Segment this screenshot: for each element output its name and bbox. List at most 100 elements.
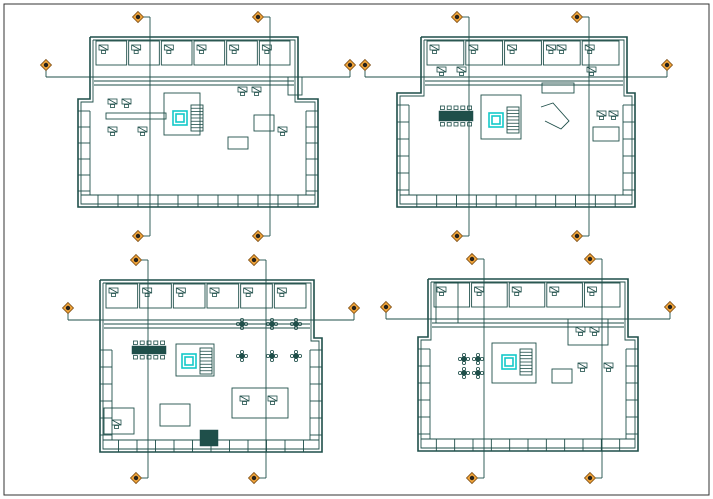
chair: [269, 325, 274, 330]
desk: [277, 126, 288, 133]
chair: [592, 332, 597, 336]
grid-bubble-dot: [587, 256, 593, 262]
table-top: [461, 370, 467, 376]
grid-bubble: A: [343, 58, 357, 72]
grid-bubble-label: B: [576, 14, 579, 19]
workstation: [237, 86, 248, 96]
round-table: [235, 349, 248, 362]
chair: [467, 105, 473, 110]
grid-bubble-label: B: [253, 475, 256, 480]
desk: [429, 44, 440, 51]
grid-bubble: A: [39, 58, 53, 72]
table-top: [239, 321, 245, 327]
elevator-car: [504, 357, 514, 367]
chair: [153, 340, 159, 345]
grid-bubble-label: B: [257, 14, 260, 19]
desk-detail: [608, 110, 619, 117]
chair: [124, 104, 129, 108]
workstation: [251, 86, 262, 96]
workstation: [511, 286, 522, 296]
chair: [551, 292, 557, 296]
grid-bubble-label: A: [669, 304, 672, 309]
round-table: [471, 352, 484, 365]
chair: [460, 105, 466, 110]
desk: [108, 287, 119, 294]
grid-bubble-label: B: [253, 257, 256, 262]
grid-bubble: B: [570, 10, 584, 24]
workstation: [584, 44, 595, 54]
desk-detail: [176, 287, 186, 294]
chair: [589, 292, 595, 296]
chair: [133, 50, 139, 54]
workstation: [546, 44, 556, 54]
workstation: [175, 287, 186, 297]
chair: [457, 356, 462, 361]
chair: [467, 122, 473, 127]
chair: [231, 50, 237, 54]
workstation: [243, 287, 254, 297]
desk: [584, 44, 595, 51]
building-perimeter-inner: [80, 39, 316, 205]
office-room: [258, 40, 291, 66]
grid-bubble: B: [583, 471, 597, 485]
table-top: [239, 353, 245, 359]
office-room: [546, 282, 583, 308]
chair: [166, 50, 172, 54]
chair: [289, 321, 294, 326]
chair: [611, 116, 616, 120]
desk-detail: [546, 44, 556, 51]
desk-detail: [131, 44, 141, 51]
chair: [239, 349, 244, 354]
office-room: [426, 40, 465, 66]
chair: [293, 325, 298, 330]
desk-detail: [589, 326, 600, 333]
chair: [235, 321, 240, 326]
grid-bubble-label: B: [576, 233, 579, 238]
chair: [144, 293, 150, 297]
elevator-car: [491, 115, 501, 125]
chair: [580, 368, 585, 372]
workstation: [556, 44, 567, 54]
desk: [507, 44, 518, 51]
desk: [589, 326, 600, 333]
chair: [297, 321, 302, 326]
chair: [461, 374, 466, 379]
round-table: [457, 352, 470, 365]
desk: [163, 44, 174, 51]
room-outline: [567, 318, 609, 346]
desk-detail: [267, 395, 278, 402]
table-top: [475, 370, 481, 376]
workstation: [107, 126, 118, 136]
desk: [456, 66, 467, 73]
chair: [461, 366, 466, 371]
chair: [479, 370, 484, 375]
chair: [269, 357, 274, 362]
table-top: [269, 353, 275, 359]
desk: [142, 287, 153, 294]
round-table: [457, 366, 470, 379]
chair: [514, 292, 520, 296]
chair: [465, 370, 470, 375]
desk: [261, 44, 272, 51]
elevator-shaft: [172, 110, 188, 126]
grid-bubble: B: [450, 229, 464, 243]
workstation: [429, 44, 440, 54]
workstation: [267, 395, 278, 405]
workstation: [142, 287, 153, 297]
room-outline: [253, 114, 275, 132]
grid-bubble-dot: [664, 62, 670, 68]
desk-detail: [251, 86, 262, 93]
desk-detail: [436, 286, 447, 293]
desk-detail: [277, 126, 288, 133]
chair: [264, 50, 270, 54]
core-block: [480, 94, 522, 140]
desk-detail: [98, 44, 109, 51]
chair: [273, 321, 278, 326]
chair: [132, 355, 138, 360]
chair: [235, 353, 240, 358]
grid-bubble-label: B: [137, 233, 140, 238]
desk: [209, 287, 220, 294]
grid-bubble-dot: [469, 256, 475, 262]
desk-detail: [429, 44, 440, 51]
